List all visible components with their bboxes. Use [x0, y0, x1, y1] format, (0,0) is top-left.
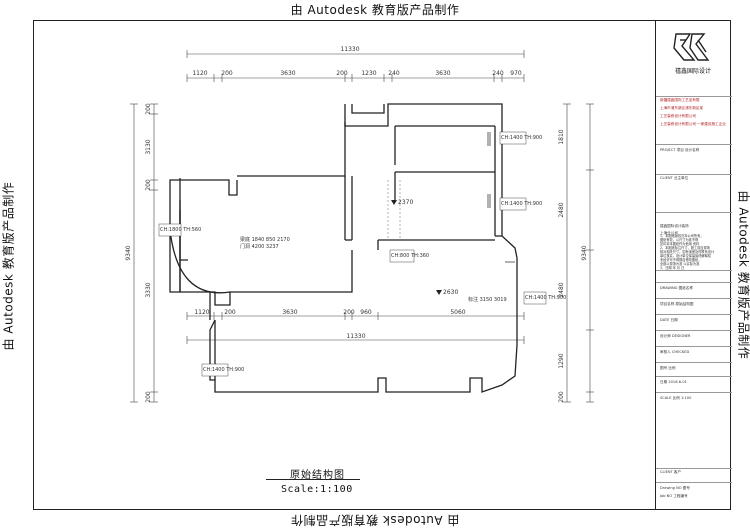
dim-bottom-6: 5060 [450, 309, 465, 316]
row-1: DRAWING 图纸名称 [660, 286, 693, 290]
dim-top-3: 3630 [280, 70, 295, 77]
company-name: 禧鑫国际设计 [674, 68, 711, 75]
firm-name: 禧鑫国际设计装饰 [660, 224, 689, 228]
note-5: 核对相关尺寸，如有误差及时联系设计 [660, 250, 715, 254]
footer-drawing-no: Drawing NO 图号 [660, 486, 690, 490]
dim-left-3: 200 [145, 179, 152, 191]
dim-top-6: 240 [388, 70, 400, 77]
dim-left-5: 200 [145, 391, 152, 403]
dim-right-4: 1290 [558, 353, 565, 368]
jx-monogram-logo-icon [673, 33, 710, 61]
note-7: 未经许可不得擅自修改图纸， [660, 258, 702, 262]
note-2: 图纸有效，以尺寸为准不得 [660, 238, 699, 242]
project-label: PROJECT 项目 设计名称 [660, 148, 700, 152]
dim-top-1: 1120 [192, 70, 207, 77]
dim-right-2: 2480 [558, 202, 565, 217]
row-2: 项目名称 原始结构图 [660, 302, 694, 306]
dim-left-total: 9340 [125, 245, 132, 260]
client-label: CLIENT 业主单位 [660, 176, 689, 180]
dim-bottom-1: 1120 [194, 309, 209, 316]
note-3: 复印本本图纸作为他用 资料 [660, 242, 700, 246]
label-box-4 [499, 131, 527, 145]
label-box-1 [158, 223, 182, 237]
footer-client: CLIENT 客户 [660, 470, 682, 474]
watermark-top: 由 Autodesk 教育版产品制作 [290, 3, 460, 17]
label-text-5: CH:1400 TH:900 [501, 201, 542, 207]
level-marker-2 [436, 290, 442, 295]
dim-left-4: 3330 [145, 282, 152, 297]
dim-top-5: 1230 [361, 70, 376, 77]
row-7: 日期 2016-6-01 [660, 380, 687, 384]
dim-bottom-3: 3630 [282, 309, 297, 316]
row-3: DATE 日期 [660, 318, 678, 322]
label-box-2 [201, 363, 229, 377]
title-underline [266, 479, 360, 480]
plan-title: 原始结构图 [290, 470, 345, 481]
dim-top-8: 240 [492, 70, 504, 77]
label-box-5 [499, 197, 527, 211]
height-1: 2370 [398, 199, 413, 206]
title-block: 新疆禧鑫国际工艺品有限 上海市浦东新区浦东新区某 工艺装修设计有限公司 上艺装修… [655, 20, 732, 510]
dim-top-4: 200 [336, 70, 348, 77]
row-8: SCALE 比例 1:100 [660, 396, 692, 400]
dim-bottom-4: 200 [343, 309, 355, 316]
footer-job-no: Job NO 工程编号 [660, 494, 688, 498]
dim-bottom-2: 200 [224, 309, 236, 316]
plan-scale: Scale:1:100 [281, 484, 353, 495]
beam-note-2: 门洞 4200 3237 [240, 243, 279, 250]
label-text-2: CH:1400 TH:900 [203, 367, 244, 373]
dim-top-9: 970 [510, 70, 522, 77]
height-2: 2630 [443, 289, 458, 296]
dim-left-1: 200 [145, 103, 152, 115]
note-8: 全部以现场为准 以实际为准 [660, 262, 700, 266]
intro-line-4: 上艺装修设计有限公司 一家建设施工企业 [660, 122, 726, 126]
dim-right-3: 2480 [558, 282, 565, 297]
dim-top-2: 200 [221, 70, 233, 77]
dim-top-7: 3630 [435, 70, 450, 77]
label-text-6: CH:1400 TH:900 [525, 295, 566, 301]
dim-bottom-5: 960 [360, 309, 372, 316]
drawing-frame [33, 20, 731, 510]
row-4: 设计师 DESIGNER [660, 334, 691, 338]
note-9: 3、日期 年 月 日 [660, 266, 685, 270]
intro-line-1: 新疆禧鑫国际工艺品有限 [660, 98, 700, 102]
intro-line-2: 上海市浦东新区浦东新区某 [660, 106, 704, 110]
label-text-3: CH:800 TH:360 [391, 253, 429, 259]
row-6: 图号 比例 [660, 366, 676, 370]
note-4: 2、本图纸标注尺寸，施工前应现场 [660, 246, 710, 250]
dim-left-2: 3130 [145, 139, 152, 154]
beam-note-3: 标注 3150 3019 [468, 296, 507, 303]
note-1: 1、本图纸版权归本公司所有， [660, 234, 704, 238]
firm-sub: 上海分公司 [660, 231, 678, 235]
beam-note-1: 梁底 1840 850 2170 [240, 236, 290, 243]
dim-bottom-total: 11330 [346, 333, 365, 340]
dim-top-total: 11330 [340, 46, 359, 53]
intro-line-3: 工艺装修设计有限公司 [660, 114, 696, 118]
label-box-6 [523, 291, 547, 305]
dim-right-5: 200 [558, 391, 565, 403]
dim-right-1: 1810 [558, 129, 565, 144]
level-marker-1 [391, 200, 397, 205]
note-6: 单位核实，设计单位保留最终解释权 [660, 254, 711, 258]
label-box-3 [389, 249, 415, 263]
row-5: 审核人 CHECKED [660, 350, 690, 354]
label-text-1: CH:1800 TH:560 [160, 227, 201, 233]
label-text-4: CH:1400 TH:900 [501, 135, 542, 141]
dim-right-total: 9340 [581, 245, 588, 260]
